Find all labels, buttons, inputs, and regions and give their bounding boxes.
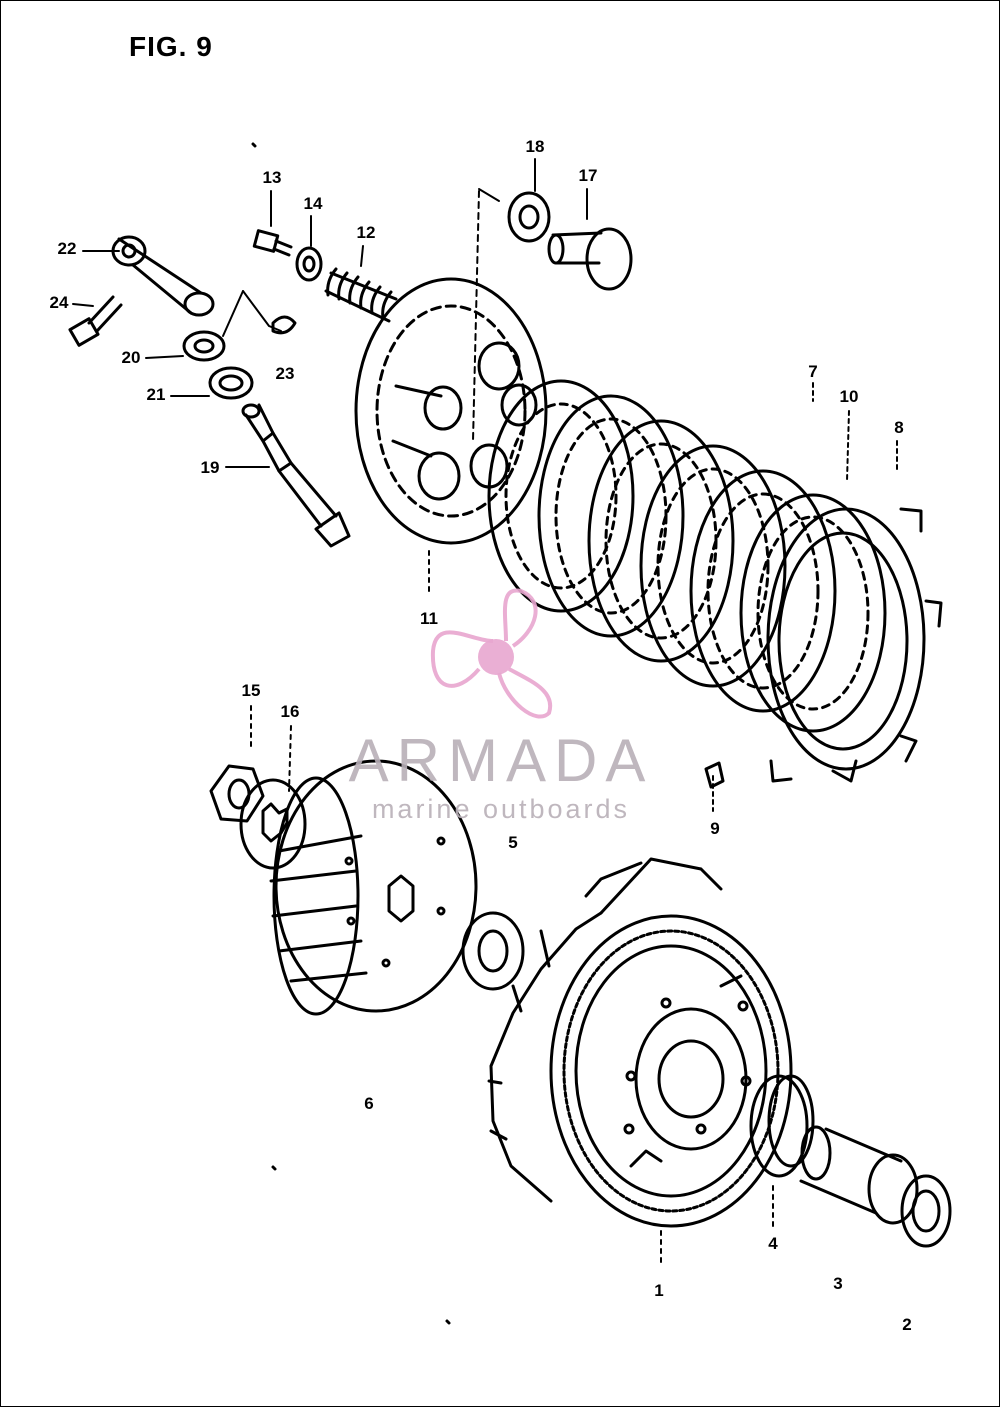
leader-lines	[72, 158, 898, 1267]
propeller-logo-icon	[430, 588, 553, 719]
callout-21: 21	[146, 385, 166, 404]
watermark-brand: ARMADA	[348, 727, 654, 794]
part-14-washer	[295, 246, 323, 282]
thrust-washer	[461, 911, 525, 991]
callout-3: 3	[833, 1274, 843, 1293]
part-23-clip	[271, 315, 297, 335]
callout-22: 22	[57, 239, 77, 258]
callout-19: 19	[200, 458, 220, 477]
part-16-lockwasher	[239, 778, 307, 870]
part-9-key	[704, 761, 725, 789]
callout-16: 16	[280, 702, 300, 721]
callout-6: 6	[364, 1094, 374, 1113]
part-19-shaft	[241, 403, 351, 548]
part-3-spacer	[799, 1125, 919, 1225]
callout-12: 12	[356, 223, 376, 242]
propeller-hub	[478, 639, 514, 675]
callout-5: 5	[508, 833, 518, 852]
part-20-bushing	[182, 330, 226, 362]
callout-24: 24	[49, 293, 69, 312]
callout-8: 8	[894, 418, 904, 437]
callout-15: 15	[241, 681, 261, 700]
callout-14: 14	[303, 194, 323, 213]
callout-23: 23	[275, 364, 295, 383]
part-11-pressure-plate	[354, 277, 548, 545]
callout-13: 13	[262, 168, 282, 187]
callout-11: 11	[420, 609, 438, 628]
callout-18: 18	[525, 137, 545, 156]
part-6-clutch-housing	[487, 857, 793, 1228]
callout-17: 17	[578, 166, 598, 185]
part-24-bolt	[68, 295, 123, 347]
callout-4: 4	[768, 1234, 778, 1253]
part-22-lever	[111, 235, 215, 317]
callout-9: 9	[710, 819, 720, 838]
callout-20: 20	[121, 348, 141, 367]
part-18-washer	[507, 191, 551, 243]
callout-1: 1	[654, 1281, 664, 1300]
part-2-washer	[900, 1174, 952, 1248]
part-5-clutch-hub	[269, 759, 478, 1016]
part-17-pin	[547, 227, 633, 291]
watermark-tagline: marine outboards	[371, 794, 631, 824]
callout-2: 2	[902, 1315, 912, 1334]
part-21-washer	[208, 366, 254, 400]
callout-10: 10	[839, 387, 859, 406]
part-4-gear	[749, 1074, 815, 1178]
part-13-bolt	[252, 229, 293, 257]
callout-7: 7	[808, 362, 818, 381]
figure-title: FIG. 9	[129, 31, 213, 62]
part-15-nut	[209, 764, 265, 823]
part-12-spring	[324, 267, 398, 323]
clutch-plate-stack	[487, 379, 943, 783]
